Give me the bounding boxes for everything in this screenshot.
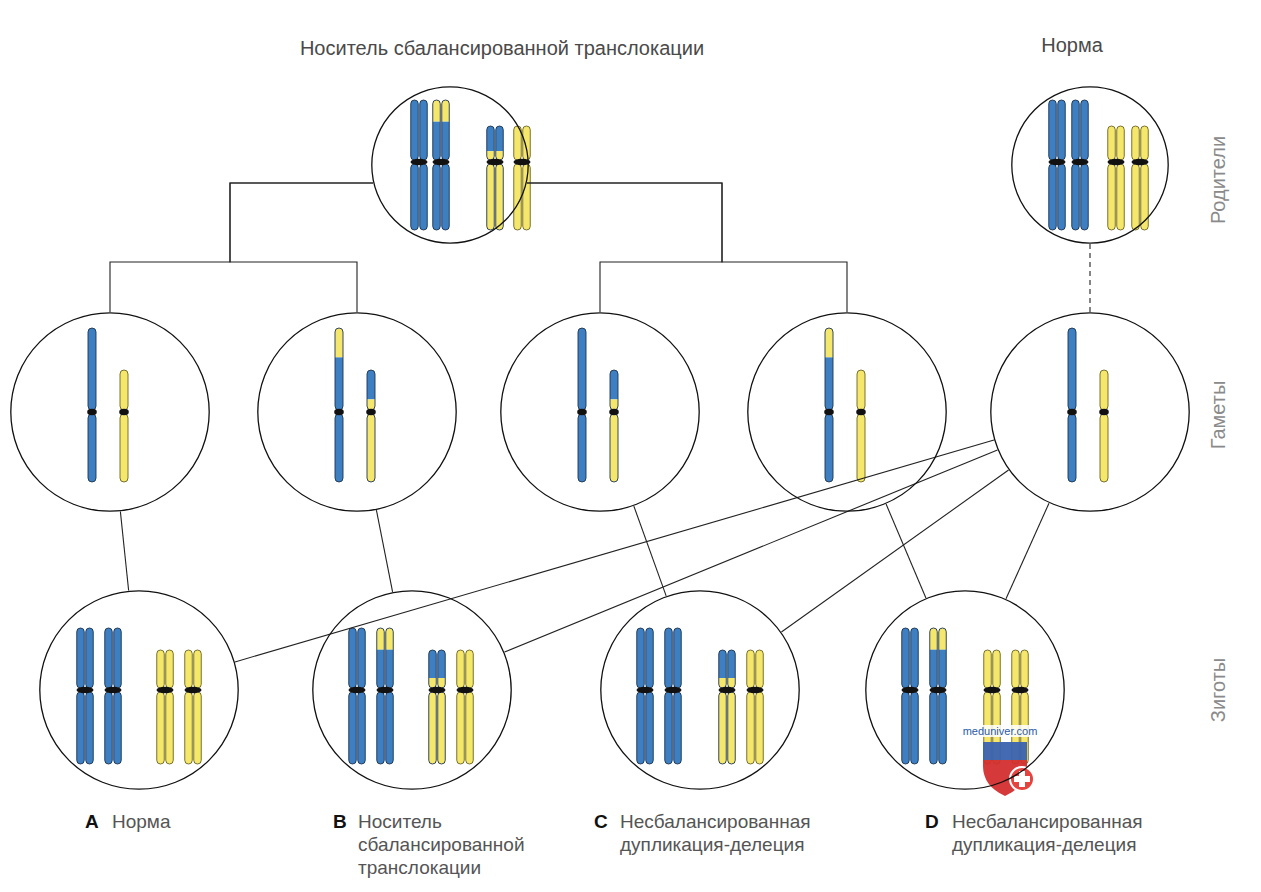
zygote-circle: DНесбалансированная дупликация-делеция bbox=[865, 590, 1065, 790]
chromosome bbox=[856, 370, 866, 482]
chromosome bbox=[577, 328, 587, 482]
chromosome bbox=[87, 328, 97, 482]
connector bbox=[505, 450, 998, 652]
connector bbox=[781, 470, 1008, 632]
chromosome bbox=[428, 650, 447, 764]
chromosome bbox=[901, 628, 920, 764]
connector bbox=[1089, 244, 1090, 312]
chromosome bbox=[486, 126, 505, 230]
heading: Носитель сбалансированной транслокации bbox=[300, 37, 704, 60]
connector bbox=[634, 506, 666, 596]
connector bbox=[886, 504, 926, 598]
zygote-letter: D bbox=[925, 810, 939, 833]
chromosome bbox=[376, 628, 395, 764]
row-label: Гаметы bbox=[1207, 381, 1230, 450]
chromosome bbox=[410, 100, 429, 230]
zygote-letter: B bbox=[333, 810, 347, 833]
chromosome bbox=[636, 628, 655, 764]
circle-outline bbox=[312, 590, 512, 790]
circle-outline bbox=[39, 590, 239, 790]
chromosome bbox=[156, 650, 175, 764]
chromosome bbox=[929, 628, 948, 764]
connector bbox=[120, 511, 128, 590]
heading: Норма bbox=[1041, 34, 1103, 57]
zygote-caption: Несбалансированная дупликация-делеция bbox=[620, 810, 875, 856]
parent-circle: Норма bbox=[1011, 86, 1169, 244]
zygote-circle: CНесбалансированная дупликация-делеция bbox=[600, 590, 800, 790]
circle-outline bbox=[600, 590, 800, 790]
row-label: Зиготы bbox=[1207, 658, 1230, 722]
zygote-circle: AНорма bbox=[39, 590, 239, 790]
chromosome bbox=[334, 328, 344, 482]
chromosome bbox=[1071, 100, 1090, 230]
connector bbox=[527, 183, 722, 312]
circle-outline bbox=[500, 312, 700, 512]
connector bbox=[376, 510, 392, 592]
circle-outline bbox=[257, 312, 457, 512]
gamete-circle bbox=[10, 312, 210, 512]
chromosome bbox=[366, 370, 376, 482]
gamete-circle bbox=[500, 312, 700, 512]
chromosome bbox=[1107, 126, 1126, 230]
connector bbox=[230, 183, 373, 312]
chromosome bbox=[104, 628, 123, 764]
chromosome bbox=[1099, 370, 1109, 482]
chromosome bbox=[1131, 126, 1150, 230]
circle-outline bbox=[865, 590, 1065, 790]
chromosome bbox=[1067, 328, 1077, 482]
row-label: Родители bbox=[1207, 136, 1230, 224]
zygote-caption: Несбалансированная дупликация-делеция bbox=[952, 810, 1207, 856]
chromosome bbox=[718, 650, 737, 764]
zygote-letter: A bbox=[85, 810, 99, 833]
chromosome bbox=[432, 100, 451, 230]
connector bbox=[235, 440, 994, 662]
zygote-caption: Носитель сбалансированной транслокации bbox=[358, 810, 573, 879]
gamete-circle bbox=[747, 312, 947, 512]
chromosome bbox=[824, 328, 834, 482]
circle-outline bbox=[1011, 86, 1169, 244]
chromosome bbox=[664, 628, 683, 764]
circle-outline bbox=[990, 312, 1190, 512]
chromosome bbox=[348, 628, 367, 764]
parent-circle: Носитель сбалансированной транслокации bbox=[371, 86, 529, 244]
watermark-shield bbox=[983, 742, 1034, 796]
gamete-circle bbox=[990, 312, 1190, 512]
connector bbox=[1006, 503, 1049, 599]
chromosome bbox=[746, 650, 765, 764]
watermark: meduniver.com bbox=[961, 725, 1040, 737]
zygote-caption: Норма bbox=[112, 810, 312, 833]
gamete-circle bbox=[257, 312, 457, 512]
chromosome bbox=[184, 650, 203, 764]
chromosome bbox=[119, 370, 129, 482]
chromosome bbox=[513, 126, 532, 230]
zygote-letter: C bbox=[594, 810, 608, 833]
zygote-circle: BНоситель сбалансированной транслокации bbox=[312, 590, 512, 790]
chromosome bbox=[1048, 100, 1067, 230]
connector bbox=[527, 183, 847, 312]
circle-outline bbox=[747, 312, 947, 512]
circle-outline bbox=[371, 86, 529, 244]
connector bbox=[110, 183, 373, 312]
chromosome bbox=[609, 370, 619, 482]
circle-outline bbox=[10, 312, 210, 512]
chromosome bbox=[76, 628, 95, 764]
chromosome bbox=[456, 650, 475, 764]
